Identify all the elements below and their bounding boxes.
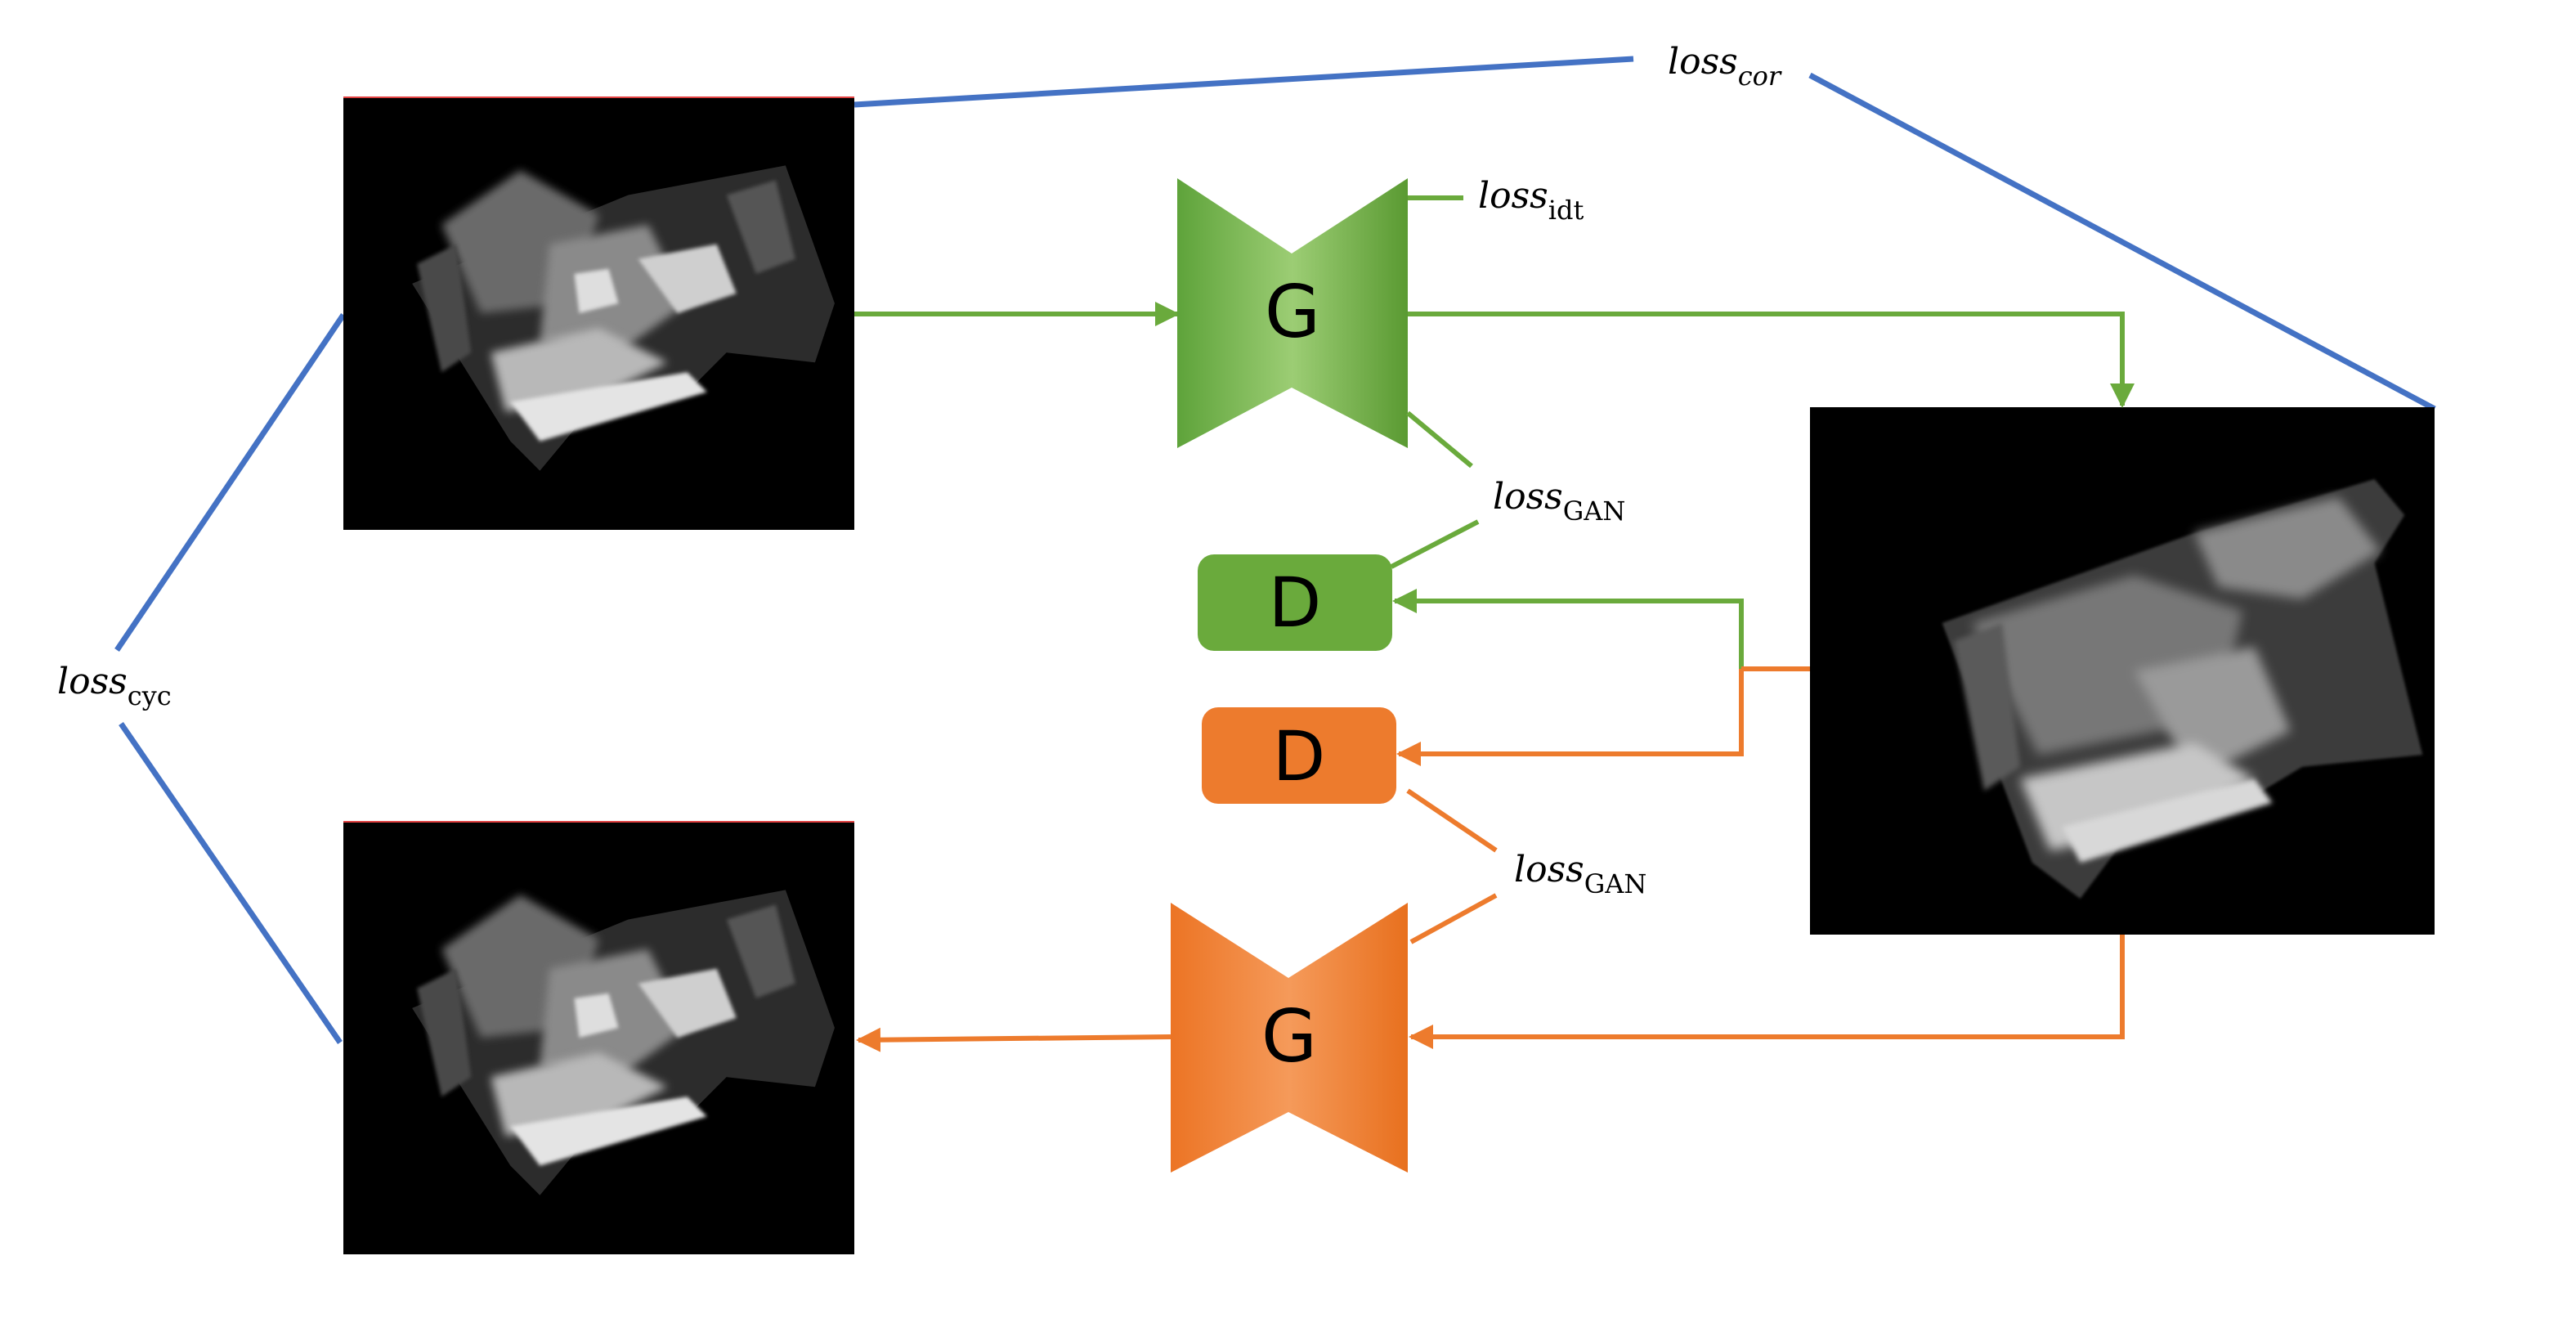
translated-to-discriminator-bottom-arrow bbox=[1396, 666, 1810, 766]
translated-to-generator-bottom-arrow bbox=[1409, 935, 2125, 1049]
generator-top-label: G bbox=[1265, 270, 1320, 354]
generator-bottom-to-reconstructed-arrow bbox=[856, 1027, 1172, 1052]
generator-top: G bbox=[1177, 178, 1408, 448]
reconstructed-image bbox=[343, 821, 854, 1254]
generator-bottom-label: G bbox=[1261, 994, 1317, 1079]
loss-gan-bottom-label: lossGAN bbox=[1514, 849, 1646, 899]
translated-to-discriminator-top-arrow bbox=[1392, 589, 1744, 669]
loss-cyc-label: losscyc bbox=[57, 661, 172, 711]
discriminator-bottom-label: D bbox=[1273, 716, 1326, 796]
source-image bbox=[343, 96, 854, 530]
discriminator-top: D bbox=[1198, 554, 1392, 651]
loss-gan-top-label: lossGAN bbox=[1493, 476, 1625, 527]
discriminator-bottom: D bbox=[1202, 707, 1396, 804]
generator-bottom: G bbox=[1171, 903, 1408, 1173]
translated-image bbox=[1810, 407, 2435, 935]
discriminator-top-label: D bbox=[1269, 563, 1322, 643]
loss-gan-bottom-connector bbox=[1406, 788, 1498, 944]
loss-cor-label: losscor bbox=[1668, 41, 1782, 92]
loss-cyc-connector bbox=[114, 313, 346, 1044]
loss-cor-connector bbox=[853, 56, 2436, 412]
loss-gan-top-connector bbox=[1390, 410, 1480, 569]
generator-to-translated-arrow bbox=[1408, 312, 2135, 408]
loss-idt-label: lossidt bbox=[1478, 175, 1584, 226]
